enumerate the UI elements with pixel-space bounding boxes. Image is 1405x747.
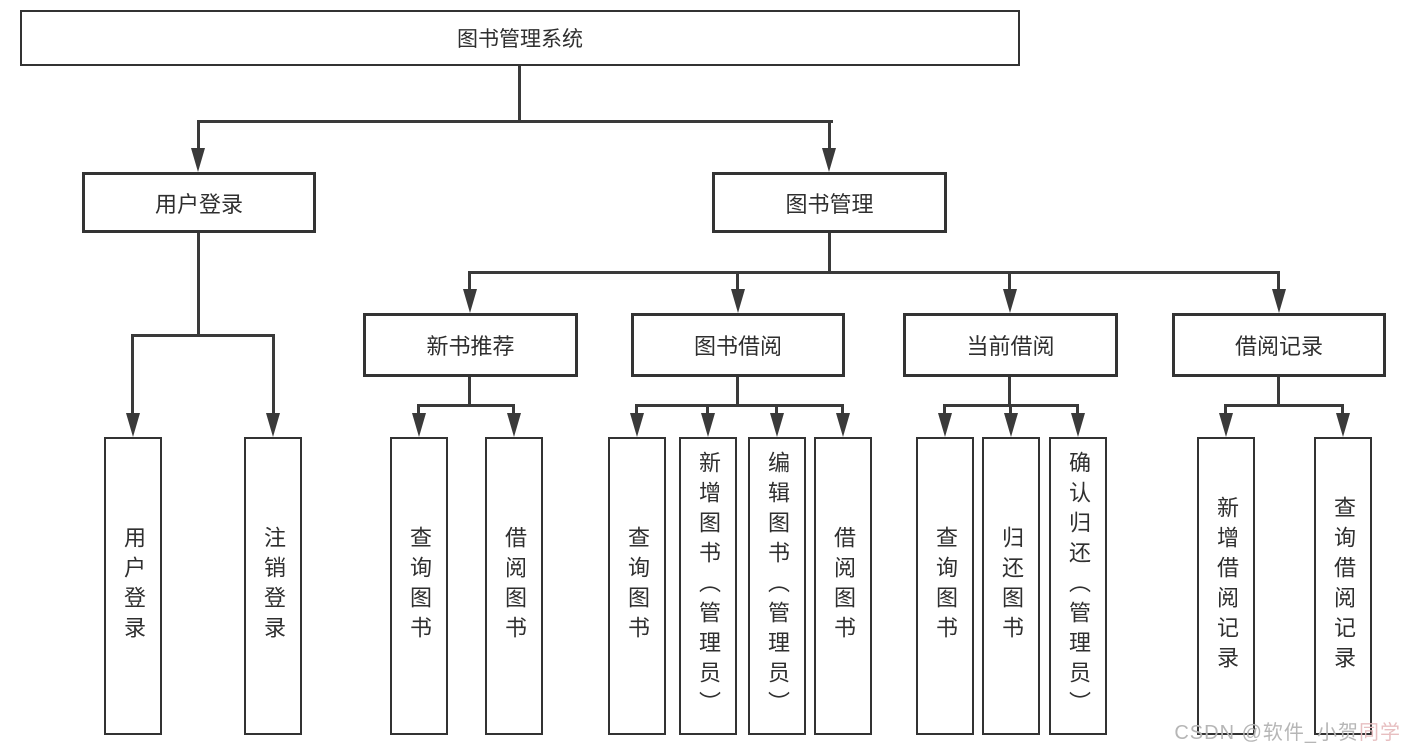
leaf-query-books-1: 查询图书 xyxy=(390,437,448,735)
node-label: 用户登录 xyxy=(121,526,146,646)
leaf-query-books-2: 查询图书 xyxy=(608,437,666,735)
leaf-borrow-books-2: 借阅图书 xyxy=(814,437,872,735)
connector-vline xyxy=(635,404,638,415)
leaf-confirm-return-admin: 确认归还（管理员） xyxy=(1049,437,1107,735)
connector-vline xyxy=(468,271,471,291)
node-book-management: 图书管理 xyxy=(712,172,947,233)
connector-vline xyxy=(1224,404,1227,415)
arrowhead-down-icon xyxy=(731,289,745,313)
arrowhead-down-icon xyxy=(1336,413,1350,437)
arrowhead-down-icon xyxy=(630,413,644,437)
node-label: 借阅图书 xyxy=(831,526,856,646)
node-label: 图书管理 xyxy=(785,191,874,217)
leaf-add-books-admin: 新增图书（管理员） xyxy=(679,437,737,735)
watermark-text-red: 同学 xyxy=(1359,722,1401,744)
connector-vline xyxy=(736,377,739,406)
node-label: 新增图书（管理员） xyxy=(696,451,721,721)
node-label: 注销登录 xyxy=(261,526,286,646)
node-label: 借阅图书 xyxy=(502,526,527,646)
arrowhead-down-icon xyxy=(1272,289,1286,313)
node-label: 新书推荐 xyxy=(426,334,515,359)
arrowhead-down-icon xyxy=(412,413,426,437)
connector-vline xyxy=(1009,404,1012,415)
arrowhead-down-icon xyxy=(1219,413,1233,437)
node-book-borrow: 图书借阅 xyxy=(631,313,845,377)
connector-vline xyxy=(272,334,275,415)
arrowhead-down-icon xyxy=(701,413,715,437)
arrowhead-down-icon xyxy=(836,413,850,437)
node-label: 新增借阅记录 xyxy=(1214,496,1239,676)
connector-vline xyxy=(468,377,471,406)
leaf-edit-books-admin: 编辑图书（管理员） xyxy=(748,437,806,735)
arrowhead-down-icon xyxy=(266,413,280,437)
connector-vline xyxy=(1076,404,1079,415)
connector-vline xyxy=(775,404,778,415)
connector-hline xyxy=(417,404,515,407)
node-label: 用户登录 xyxy=(154,191,243,217)
node-label: 图书借阅 xyxy=(693,334,782,359)
leaf-return-books: 归还图书 xyxy=(982,437,1040,735)
node-label: 编辑图书（管理员） xyxy=(765,451,790,721)
leaf-logout: 注销登录 xyxy=(244,437,302,735)
connector-hline xyxy=(468,271,1280,274)
arrowhead-down-icon xyxy=(1003,289,1017,313)
arrowhead-down-icon xyxy=(770,413,784,437)
node-label: 当前借阅 xyxy=(966,334,1055,359)
connector-vline xyxy=(706,404,709,415)
leaf-user-login: 用户登录 xyxy=(104,437,162,735)
connector-vline xyxy=(1277,271,1280,291)
connector-vline xyxy=(1008,377,1011,406)
connector-vline xyxy=(828,120,831,152)
leaf-add-borrow-record: 新增借阅记录 xyxy=(1197,437,1255,735)
connector-vline xyxy=(1341,404,1344,415)
connector-hline xyxy=(1224,404,1344,407)
connector-hline xyxy=(197,120,833,123)
node-label: 借阅记录 xyxy=(1234,334,1323,359)
connector-vline xyxy=(1008,271,1011,291)
leaf-borrow-books-1: 借阅图书 xyxy=(485,437,543,735)
node-label: 确认归还（管理员） xyxy=(1066,451,1091,721)
leaf-query-books-3: 查询图书 xyxy=(916,437,974,735)
connector-vline xyxy=(518,66,521,122)
arrowhead-down-icon xyxy=(191,148,205,172)
connector-vline xyxy=(1277,377,1280,406)
connector-vline xyxy=(736,271,739,291)
connector-vline xyxy=(131,334,134,415)
arrowhead-down-icon xyxy=(1071,413,1085,437)
node-label: 查询图书 xyxy=(933,526,958,646)
csdn-watermark: CSDN @软件_小贺同学 xyxy=(1174,716,1401,745)
connector-vline xyxy=(512,404,515,415)
arrowhead-down-icon xyxy=(507,413,521,437)
node-user-login: 用户登录 xyxy=(82,172,316,233)
node-label: 查询图书 xyxy=(407,526,432,646)
watermark-text: CSDN @软件_小贺 xyxy=(1174,722,1359,744)
arrowhead-down-icon xyxy=(126,413,140,437)
node-new-book-recommend: 新书推荐 xyxy=(363,313,578,377)
arrowhead-down-icon xyxy=(463,289,477,313)
arrowhead-down-icon xyxy=(1004,413,1018,437)
node-label: 查询借阅记录 xyxy=(1331,496,1356,676)
connector-vline xyxy=(417,404,420,415)
connector-hline xyxy=(635,404,844,407)
arrowhead-down-icon xyxy=(938,413,952,437)
arrowhead-down-icon xyxy=(822,148,836,172)
connector-hline xyxy=(131,334,275,337)
connector-vline xyxy=(841,404,844,415)
leaf-query-borrow-record: 查询借阅记录 xyxy=(1314,437,1372,735)
node-label: 图书管理系统 xyxy=(457,28,583,51)
node-label: 归还图书 xyxy=(999,526,1024,646)
connector-vline xyxy=(828,232,831,273)
connector-vline xyxy=(197,120,200,152)
node-root-system: 图书管理系统 xyxy=(20,10,1020,66)
node-borrow-records: 借阅记录 xyxy=(1172,313,1386,377)
node-current-borrow: 当前借阅 xyxy=(903,313,1118,377)
connector-vline xyxy=(943,404,946,415)
connector-vline xyxy=(197,232,200,336)
node-label: 查询图书 xyxy=(625,526,650,646)
